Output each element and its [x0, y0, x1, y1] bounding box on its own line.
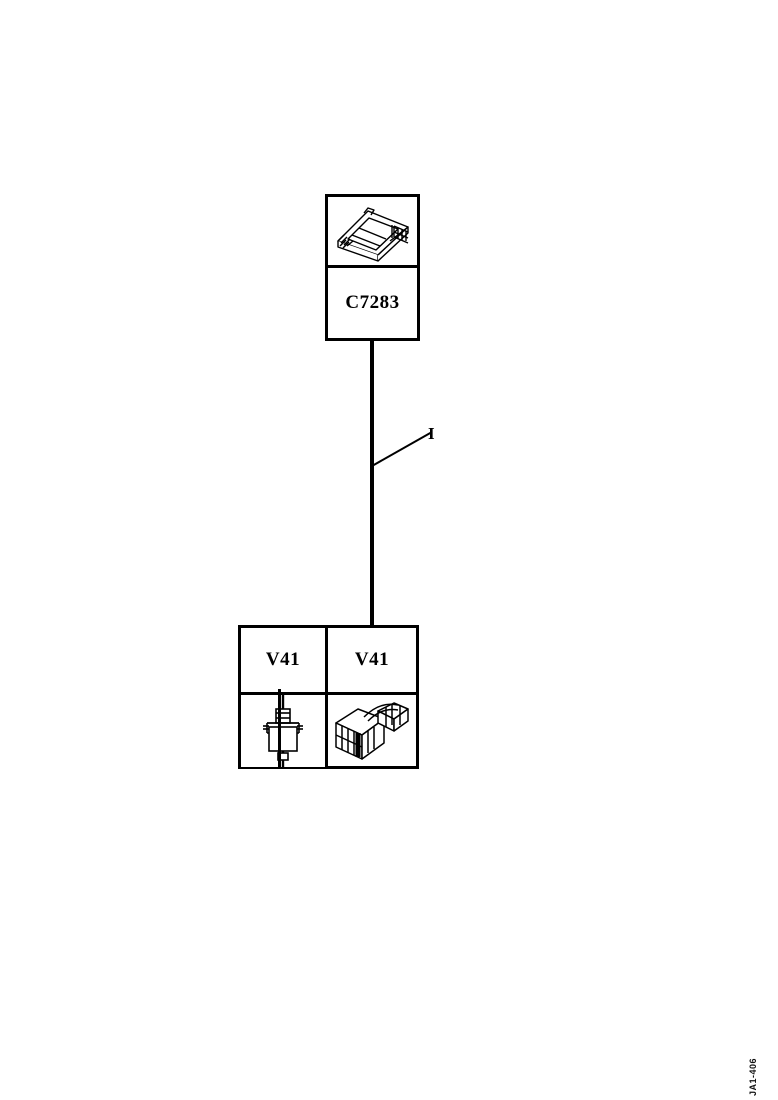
- connector-plug-icon: [335, 702, 409, 760]
- v41-left-cell-divider: [241, 692, 325, 695]
- v41-connector-box[interactable]: V41: [325, 625, 419, 769]
- inline-connector-housing-icon: [337, 207, 409, 262]
- component-node-v41[interactable]: V41: [238, 625, 419, 769]
- v41-connector-label: V41: [354, 649, 390, 670]
- page-code-watermark: JA1-406: [744, 1038, 766, 1098]
- page-code-text: JA1-406: [748, 1057, 758, 1096]
- connector-label-c7283: C7283: [328, 268, 417, 338]
- v41-symbol-box[interactable]: V41: [238, 625, 328, 769]
- connector-illustration-cell: [328, 197, 417, 265]
- wire-main[interactable]: [370, 341, 374, 626]
- wire-callout-label: I: [428, 424, 435, 443]
- solenoid-valve-icon: [263, 695, 303, 769]
- connector-node-c7283[interactable]: C7283: [325, 194, 420, 341]
- v41-right-cell-divider: [328, 692, 416, 695]
- connector-cell-divider: [328, 265, 417, 268]
- v41-symbol-label: V41: [265, 649, 301, 670]
- v41-connector-cell: [328, 695, 416, 769]
- wire-v41-internal-stub: [278, 689, 281, 769]
- v41-symbol-cell: [241, 695, 325, 769]
